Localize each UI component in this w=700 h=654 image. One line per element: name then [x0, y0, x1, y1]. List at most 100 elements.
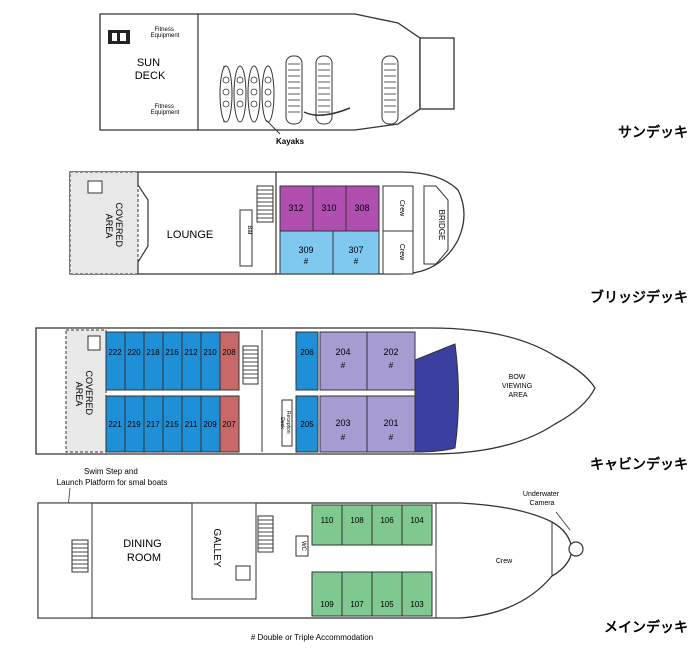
dining-room-label: DINING ROOM: [123, 538, 165, 564]
cabin-109-number: 109: [320, 600, 334, 609]
elevator-icon: [235, 565, 251, 581]
cabin-203-number: 203: [335, 418, 350, 428]
cabin-deck: COVERED AREA 222 220 218 216 212 210 208…: [35, 327, 688, 473]
cabin-309-mark: #: [304, 257, 309, 266]
cabin-205-number: 205: [300, 420, 314, 429]
cabin-218-number: 218: [146, 348, 160, 357]
cabin-204-number: 204: [335, 347, 350, 357]
cabin-201-number: 201: [383, 418, 398, 428]
cabin-106-number: 106: [380, 516, 394, 525]
cabin-103-number: 103: [410, 600, 424, 609]
cabin-216-number: 216: [165, 348, 179, 357]
camera-icon: [568, 541, 584, 557]
bow-navy-area: [414, 343, 459, 453]
cabin-104[interactable]: [401, 504, 433, 546]
main-deck-outline: [37, 502, 573, 619]
cabin-207[interactable]: [219, 395, 240, 453]
cabin-221-number: 221: [108, 420, 122, 429]
cabin-202-number: 202: [383, 347, 398, 357]
lounge-label: LOUNGE: [167, 229, 213, 241]
cabin-110[interactable]: [311, 504, 343, 546]
cabin-307[interactable]: [332, 230, 380, 275]
wc-room: [295, 535, 309, 557]
cabin-107-number: 107: [350, 600, 364, 609]
wc-label: WC: [300, 541, 306, 552]
bridge-label: BRIDGE: [437, 210, 446, 241]
elevator-icon: [108, 30, 130, 44]
cabin-104-number: 104: [410, 516, 424, 525]
bar-label: Bar: [246, 225, 252, 234]
cabin-203[interactable]: [319, 395, 368, 453]
kayaks-label: Kayaks: [276, 137, 305, 146]
cabin-105-number: 105: [380, 600, 394, 609]
main-crew-label: Crew: [496, 558, 513, 565]
crew-top-label: Crew: [398, 200, 405, 217]
cabin-211-number: 211: [185, 420, 198, 429]
cabin-202[interactable]: [366, 331, 416, 391]
reception-desk: [281, 399, 293, 447]
cabin-covered-area-label: COVERED AREA: [74, 370, 94, 417]
cabin-212-number: 212: [184, 348, 198, 357]
cabin-218[interactable]: [143, 331, 164, 391]
cabin-216[interactable]: [162, 331, 183, 391]
cabin-207-number: 207: [222, 420, 236, 429]
stairs-icon: [256, 185, 274, 223]
cabin-103[interactable]: [401, 571, 433, 617]
elevator-icon: [87, 180, 103, 194]
cabin-109[interactable]: [311, 571, 343, 617]
cabin-208-number: 208: [222, 348, 236, 357]
sun-deck-label: サンデッキ: [618, 124, 688, 141]
cabin-310[interactable]: [312, 185, 347, 232]
cabin-204[interactable]: [319, 331, 368, 391]
cabin-210[interactable]: [200, 331, 221, 391]
sun-lounger-icon: [285, 55, 399, 125]
cabin-217-number: 217: [146, 420, 160, 429]
cabin-deck-label: キャビンデッキ: [590, 456, 688, 473]
cabin-206-number: 206: [300, 348, 314, 357]
cabin-222[interactable]: [105, 331, 126, 391]
crew-room-top: [382, 185, 414, 232]
legend-text: # Double or Triple Accommodation: [251, 633, 373, 642]
cabin-203-mark: #: [341, 433, 346, 442]
cabin-220-number: 220: [127, 348, 141, 357]
sun-deck: Fitness Equipment SUN DECK Fitness Equip…: [99, 13, 455, 146]
main-deck: Swim Step and Launch Platform for smal b…: [37, 467, 688, 642]
cabin-202-mark: #: [389, 361, 394, 370]
cabin-206[interactable]: [295, 331, 319, 391]
cabin-205[interactable]: [295, 395, 319, 453]
fitness-equipment-top: Fitness Equipment: [151, 27, 180, 39]
cabin-222-number: 222: [108, 348, 122, 357]
underwater-camera-label: Underwater Camera: [523, 491, 561, 507]
swim-step-label: Swim Step and Launch Platform for smal b…: [57, 467, 168, 487]
cabin-107[interactable]: [341, 571, 373, 617]
bridge-deck-label: ブリッジデッキ: [590, 289, 688, 306]
fitness-equipment-bottom: Fitness Equipment: [151, 104, 180, 116]
cabin-201[interactable]: [366, 395, 416, 453]
bar-counter: [239, 209, 253, 267]
cabin-209-number: 209: [203, 420, 217, 429]
cabin-201-mark: #: [389, 433, 394, 442]
cabin-308[interactable]: [345, 185, 380, 232]
cabin-212[interactable]: [181, 331, 202, 391]
cabin-108-number: 108: [350, 516, 364, 525]
bridge-room: [423, 185, 449, 265]
kayaks-pointer: [265, 119, 281, 135]
cabin-309-number: 309: [298, 245, 313, 255]
bridge-covered-area: [69, 171, 139, 275]
cabin-108[interactable]: [341, 504, 373, 546]
cabin-310-number: 310: [321, 203, 336, 213]
cabin-307-mark: #: [354, 257, 359, 266]
cabin-219-number: 219: [127, 420, 141, 429]
cabin-220[interactable]: [124, 331, 145, 391]
cabin-307-number: 307: [348, 245, 363, 255]
reception-desk-label: Reception Desk: [279, 411, 291, 435]
cabin-106[interactable]: [371, 504, 403, 546]
cabin-210-number: 210: [203, 348, 217, 357]
galley-label: GALLEY: [211, 529, 222, 568]
cabin-105[interactable]: [371, 571, 403, 617]
elevator-icon: [87, 335, 101, 351]
cabin-308-number: 308: [354, 203, 369, 213]
cabin-208[interactable]: [219, 331, 240, 391]
